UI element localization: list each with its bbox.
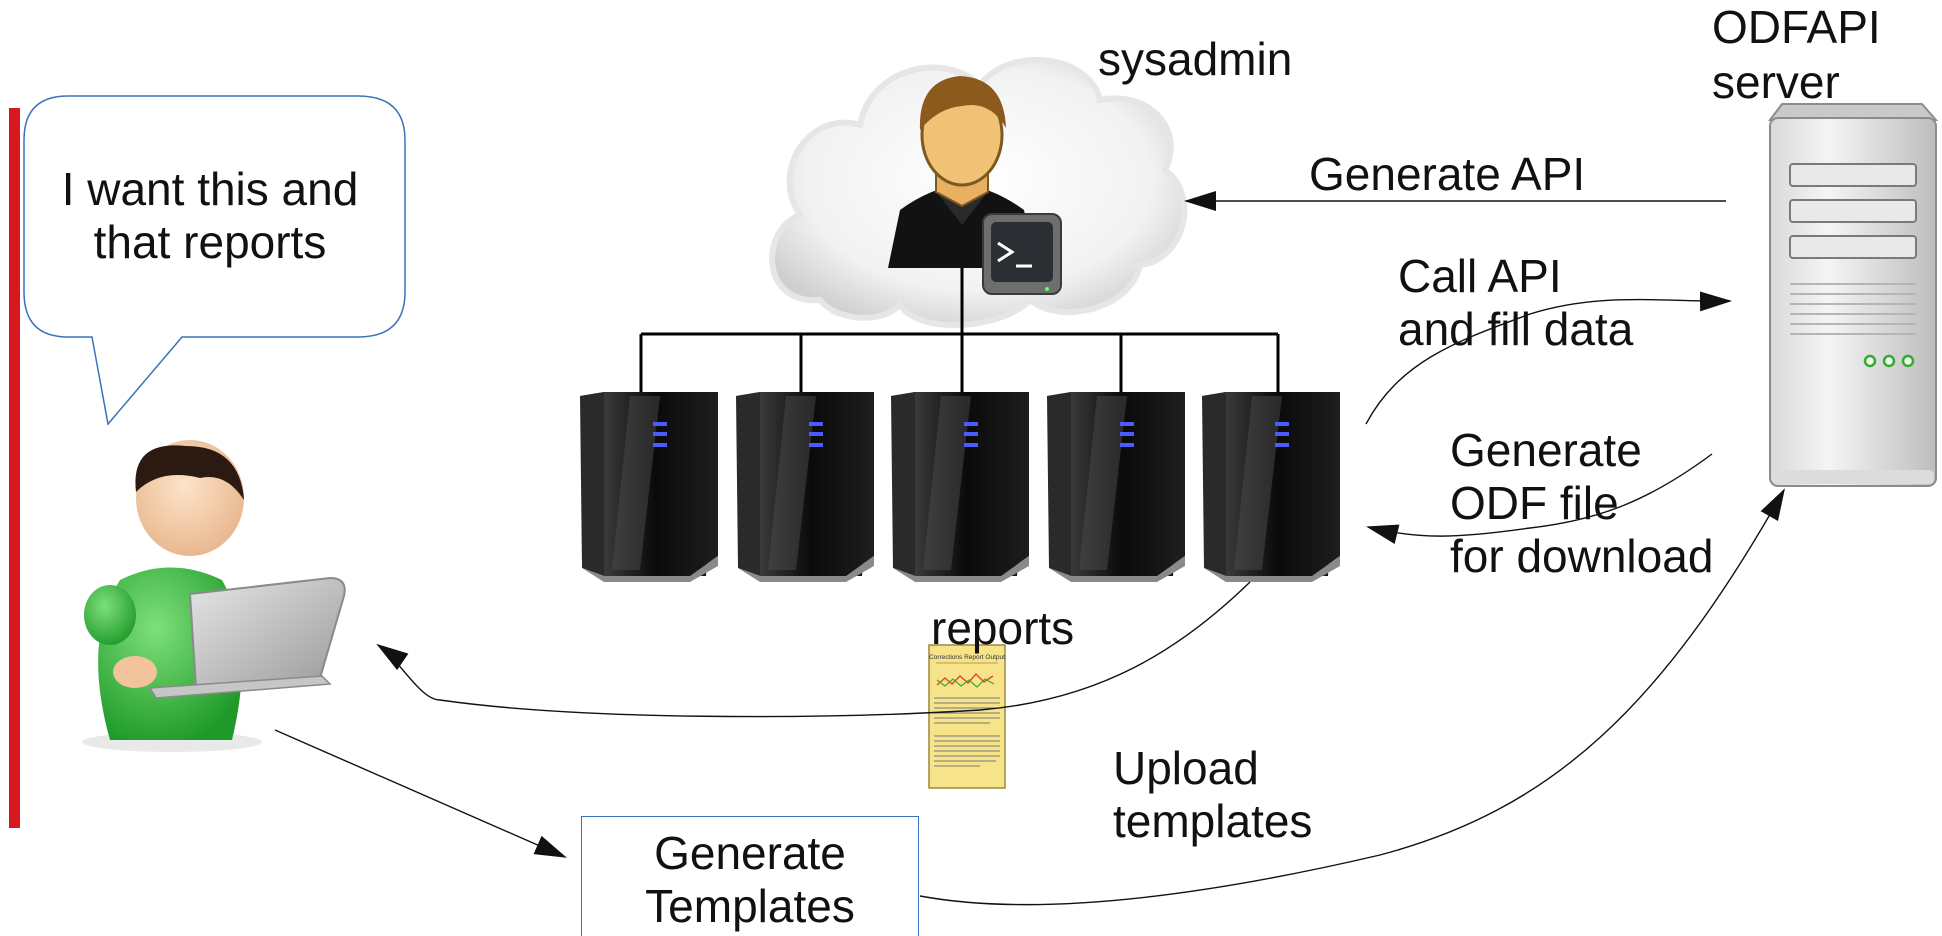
arrow-generate-odf [1366,453,1713,544]
network-lines [639,268,1280,394]
server-tower-5 [1202,392,1340,582]
upload-templates-line-1: Upload [1113,742,1259,794]
speech-bubble-text: I want this and that reports [40,163,380,269]
speech-bubble-line-1: I want this and [61,163,359,215]
generate-odf-line-1: Generate [1450,424,1642,476]
server-label: ODFAPI server [1712,0,1881,110]
generate-odf-line-3: for download [1450,530,1714,582]
upload-templates-line-2: templates [1113,795,1313,847]
reports-label: reports [931,602,1075,654]
upload-templates-label: Upload templates [1113,742,1312,848]
sysadmin-person-icon [888,76,1036,268]
server-tower-2 [736,392,874,582]
generate-templates-text: Generate Templates [582,827,918,933]
arrow-user-to-templates [274,729,567,858]
server-tower-3 [891,392,1029,582]
speech-bubble-line-2: that reports [93,216,327,268]
call-api-line-1: Call API [1398,250,1562,302]
generate-templates-line-2: Templates [645,880,855,932]
server-label-line-1: ODFAPI [1712,1,1881,53]
arrow-upload-templates [919,488,1785,906]
report-document-icon: Corrections Report Output [928,644,1006,789]
sysadmin-label: sysadmin [1098,33,1293,85]
server-tower-4 [1047,392,1185,582]
call-api-label: Call API and fill data [1398,250,1633,356]
arrow-call-api [1365,291,1732,425]
red-vertical-bar [9,108,20,828]
user-with-laptop-icon [82,440,346,752]
generate-odf-line-2: ODF file [1450,477,1619,529]
terminal-icon [982,213,1062,295]
connectors [274,191,1785,906]
speech-bubble [23,95,406,426]
server-label-line-2: server [1712,56,1840,108]
generate-templates-box: Generate Templates [581,816,919,936]
odfapi-server-icon [1768,103,1939,487]
report-doc-title: Corrections Report Output [929,654,1005,661]
call-api-line-2: and fill data [1398,303,1634,355]
generate-templates-line-1: Generate [654,827,846,879]
server-tower-1 [580,392,718,582]
arrow-reports-to-user [376,581,1251,718]
generate-odf-label: Generate ODF file for download [1450,424,1713,583]
generate-api-label: Generate API [1309,148,1586,200]
